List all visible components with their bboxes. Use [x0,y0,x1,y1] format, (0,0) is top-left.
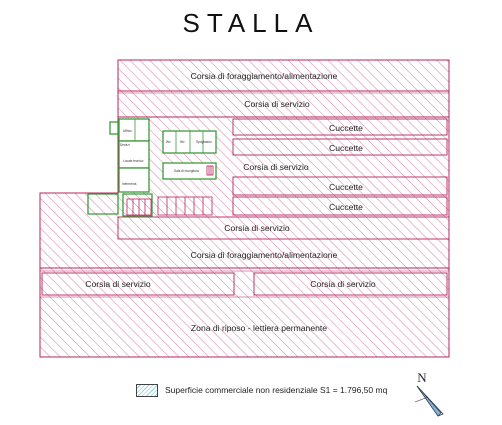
room-label-7: Sala di mungitura [174,169,199,173]
zone-label-cuccette-3: Cuccette [329,182,363,192]
zone-label-servizio-mid: Corsia di servizio [243,162,309,172]
north-label: N [417,370,427,385]
room-label-6: Locale tecnico [123,159,144,163]
zone-label-servizio-top: Corsia di servizio [244,99,310,109]
room-label-3: Wc [166,140,171,144]
page-title: STALLA [182,8,320,38]
cuccette-box-4 [232,196,448,216]
legend: Superficie commerciale non residenziale … [136,382,387,398]
zone-label-cuccette-4: Cuccette [329,202,363,212]
legend-label: Superficie commerciale non residenziale … [165,385,388,395]
fixture [206,165,214,176]
cuccette-box-1 [232,118,448,136]
north-arrow-icon [414,385,444,417]
zone-label-servizio-lower: Corsia di servizio [224,223,290,233]
zone-label-cuccette-2: Cuccette [329,143,363,153]
corsia-servizio-right-box [253,272,448,296]
legend-swatch [136,383,158,397]
corsia-servizio-left-box [41,272,235,296]
room-label-1: Ufficio [123,129,132,133]
cuccette-box-3 [232,176,448,196]
zone-label-foraggiamento-top: Corsia di foraggiamento/alimentazione [191,71,338,81]
room-label-8: Infermeria [122,182,137,186]
zone-label-riposo: Zona di riposo - lettiera permanente [191,323,327,333]
cuccette-box-2 [232,138,448,156]
zone-label-foraggiamento-bottom: Corsia di foraggiamento/alimentazione [191,250,338,260]
corsia-servizio-lower-box [117,216,450,240]
stalls [126,196,213,216]
service-rooms-inner [134,119,204,153]
zone-label-servizio-right: Corsia di servizio [310,279,376,289]
zone-label-servizio-left: Corsia di servizio [85,279,151,289]
room-label-4: Wc [180,140,185,144]
zone-label-cuccette-1: Cuccette [329,123,363,133]
room-label-2: Servizi [120,143,130,147]
room-label-5: Spogliatoio [196,140,212,144]
